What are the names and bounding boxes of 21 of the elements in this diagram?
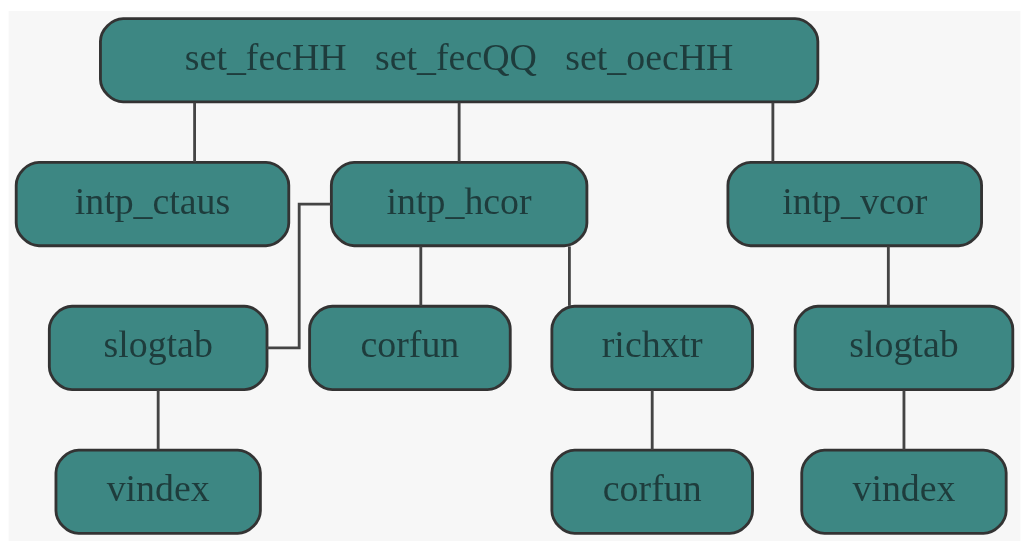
connector xyxy=(156,390,160,450)
connector xyxy=(902,390,906,450)
node-box: intp_ctaus xyxy=(14,161,291,248)
node-box: slogtab xyxy=(47,304,269,391)
node-box: vindex xyxy=(800,448,1008,535)
connector xyxy=(193,102,197,162)
connector xyxy=(771,102,775,162)
node-box: corfun xyxy=(550,448,754,535)
node-box: richxtr xyxy=(550,304,754,391)
node-box: set_fecHH set_fecQQ set_oecHH xyxy=(99,17,820,104)
node-box: slogtab xyxy=(793,304,1015,391)
connector xyxy=(267,202,331,350)
connector xyxy=(457,102,461,162)
connector xyxy=(567,246,571,306)
node-box: intp_hcor xyxy=(329,161,589,248)
node-box: intp_vcor xyxy=(726,161,983,248)
node-box: corfun xyxy=(308,304,512,391)
connector xyxy=(886,246,890,306)
node-box: vindex xyxy=(54,448,262,535)
connector xyxy=(419,246,423,306)
connector xyxy=(650,390,654,450)
